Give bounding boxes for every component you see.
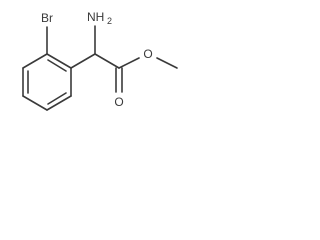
ester-oxygen-label: O — [143, 47, 152, 61]
ring-bond-6 — [22, 53, 48, 69]
carbonyl-oxygen-label: O — [114, 95, 123, 109]
ring-bond-4 — [22, 95, 48, 111]
ester-oxygen-to-methyl-bond — [156, 57, 178, 69]
bromine-label: Br — [41, 11, 53, 25]
amine-label: NH — [87, 10, 104, 24]
benzene-ring — [22, 53, 72, 111]
chemical-structure-diagram: Br NH 2 O O — [22, 10, 178, 111]
ring-double-bond-a — [47, 59, 67, 72]
ring-to-alpha-carbon-bond — [70, 53, 96, 69]
ring-bond-3 — [46, 95, 72, 111]
amine-subscript: 2 — [107, 16, 112, 26]
alpha-to-carbonyl-bond — [94, 53, 120, 69]
carbonyl-to-ester-oxygen-bond — [118, 57, 140, 69]
ring-double-bond-b — [47, 92, 67, 105]
ring-bond-1 — [46, 53, 72, 69]
